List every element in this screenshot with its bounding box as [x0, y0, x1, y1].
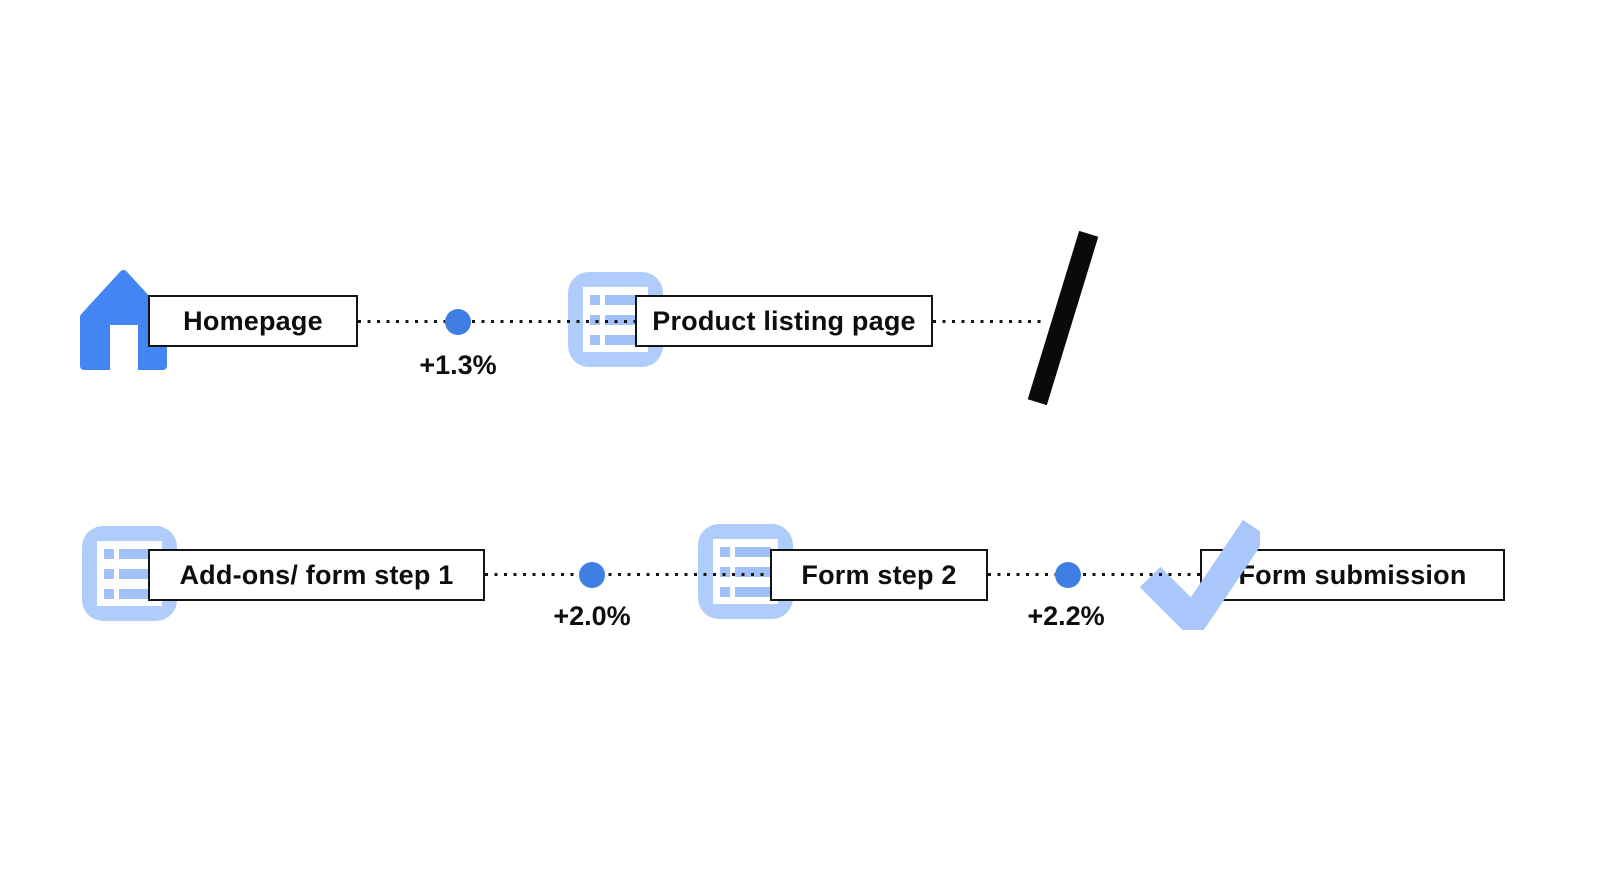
list-icon-bullet [590, 314, 600, 325]
check-icon [1139, 519, 1260, 630]
list-icon-row [104, 548, 155, 559]
list-icon-card [713, 539, 778, 604]
node-label-form-step-2: Form step 2 [770, 549, 988, 601]
list-icon-bar [605, 314, 641, 325]
check-icon-stroke [1139, 519, 1260, 630]
list-icon-bar [735, 566, 771, 577]
list-icon-row [720, 586, 771, 597]
connector-line-row2-right [988, 573, 1200, 576]
list-icon-bar [119, 548, 155, 559]
node-label-product-listing-page: Product listing page [635, 295, 933, 347]
list-icon-bullet [720, 546, 730, 557]
list-icon-row [590, 314, 641, 325]
node-label-homepage: Homepage [148, 295, 358, 347]
list-icon-bar [119, 588, 155, 599]
list-icon-row [720, 566, 771, 577]
list-icon-bar [119, 568, 155, 579]
list-icon-bar [605, 294, 641, 305]
list-icon-bullet [104, 548, 114, 559]
node-label-product-listing-page-text: Product listing page [652, 305, 916, 336]
list-icon-bullet [104, 568, 114, 579]
list-icon-row [590, 294, 641, 305]
connector-line-row1-left [358, 320, 635, 323]
list-icon-bar [735, 586, 771, 597]
home-icon-door [110, 325, 138, 370]
connector-line-row2-left [485, 573, 770, 576]
node-label-addons-form-step-1: Add-ons/ form step 1 [148, 549, 485, 601]
node-label-form-submission-text: Form submission [1238, 559, 1467, 590]
slash-drop-off-marker [1027, 230, 1099, 406]
connector-dot-row2-right [1055, 562, 1081, 588]
list-icon-bar [605, 334, 641, 345]
list-icon-row [590, 334, 641, 345]
delta-label-row1: +1.3% [419, 350, 497, 380]
connector-dot-row1 [445, 309, 471, 335]
list-icon-bullet [590, 334, 600, 345]
node-label-homepage-text: Homepage [183, 305, 323, 336]
list-icon-bullet [720, 566, 730, 577]
node-label-form-step-2-text: Form step 2 [801, 559, 957, 590]
delta-label-row2-right: +2.2% [1027, 601, 1105, 631]
list-icon-bullet [720, 586, 730, 597]
list-icon-bullet [104, 588, 114, 599]
list-icon-row [104, 568, 155, 579]
delta-label-row2-left: +2.0% [553, 601, 631, 631]
node-label-addons-form-step-1-text: Add-ons/ form step 1 [179, 559, 454, 590]
connector-line-row1-right [933, 320, 1045, 323]
list-icon-row [720, 546, 771, 557]
list-icon-row [104, 588, 155, 599]
connector-dot-row2-left [579, 562, 605, 588]
list-icon-bullet [590, 294, 600, 305]
list-icon-bar [735, 546, 771, 557]
